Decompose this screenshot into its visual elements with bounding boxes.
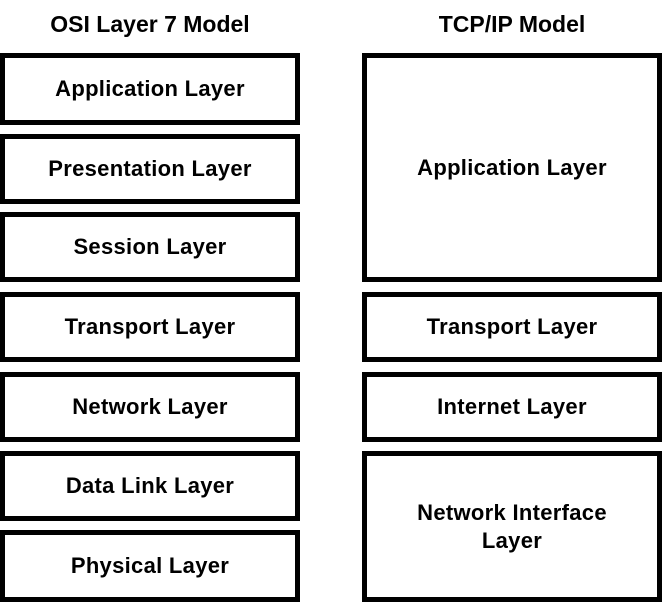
tcpip-layer-network-interface: Network Interface Layer [362,451,662,602]
tcpip-layer-label: Internet Layer [437,394,587,419]
osi-model-title: OSI Layer 7 Model [50,11,250,37]
osi-layer-session: Session Layer [0,212,300,282]
tcpip-layer-internet: Internet Layer [362,372,662,442]
tcpip-layer-label: Application Layer [417,154,607,180]
osi-layer-label: Data Link Layer [65,473,235,498]
tcpip-layer-label-line-1: Network Interface [417,499,607,525]
osi-layer-label: Application Layer [55,76,245,101]
osi-layer-network: Network Layer [0,372,300,442]
osi-layer-transport: Transport Layer [0,292,300,362]
osi-layer-label: Presentation Layer [48,156,252,181]
tcpip-layer-transport: Transport Layer [362,292,662,362]
osi-layer-label: Network Layer [72,394,228,419]
osi-layer-label: Transport Layer [64,314,236,339]
tcpip-layer-application: Application Layer [362,53,662,282]
tcpip-layer-label: Network Interface Layer [417,499,607,555]
osi-layer-physical: Physical Layer [0,530,300,602]
osi-layer-label: Physical Layer [70,553,230,578]
osi-layer-application: Application Layer [0,53,300,125]
tcpip-model-title: TCP/IP Model [438,11,586,37]
tcpip-layer-label-line-2: Layer [481,527,543,553]
osi-layer-presentation: Presentation Layer [0,134,300,204]
osi-layer-label: Session Layer [73,234,227,259]
osi-layer-data-link: Data Link Layer [0,451,300,521]
tcpip-layer-label: Transport Layer [426,314,598,339]
